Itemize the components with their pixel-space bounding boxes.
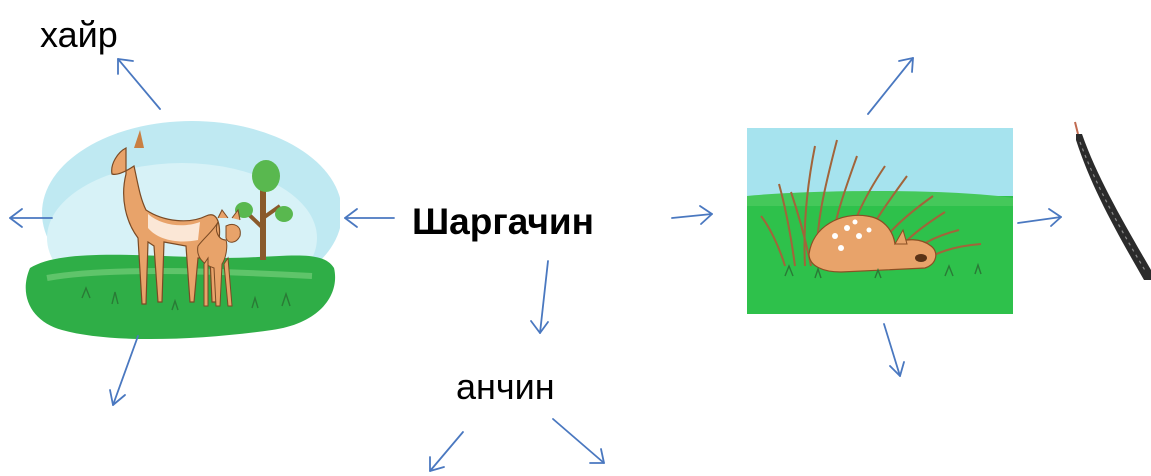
- arrow-right-image-right: [1017, 208, 1062, 227]
- arrow-center-to-hunter: [530, 260, 549, 334]
- arrow-hunter-down-left: [429, 431, 464, 472]
- word-love: хайр: [40, 14, 118, 55]
- arrow-center-to-left-image: [344, 208, 395, 228]
- fawn-in-grass-illustration: [747, 128, 1013, 314]
- arrow-hunter-down-right: [552, 418, 605, 464]
- instrument-image-partial: [1074, 121, 1151, 280]
- antelope-illustration: [25, 121, 340, 340]
- central-word: Шаргачин: [412, 201, 595, 242]
- word-hunter: анчин: [456, 366, 555, 407]
- arrow-left-of-image: [9, 208, 53, 228]
- arrow-to-love: [117, 58, 161, 110]
- arrow-down-left-of-image: [109, 335, 139, 406]
- arrow-right-image-up: [867, 57, 914, 115]
- arrow-right-image-down: [883, 323, 905, 377]
- arrow-center-to-right-image: [671, 205, 713, 225]
